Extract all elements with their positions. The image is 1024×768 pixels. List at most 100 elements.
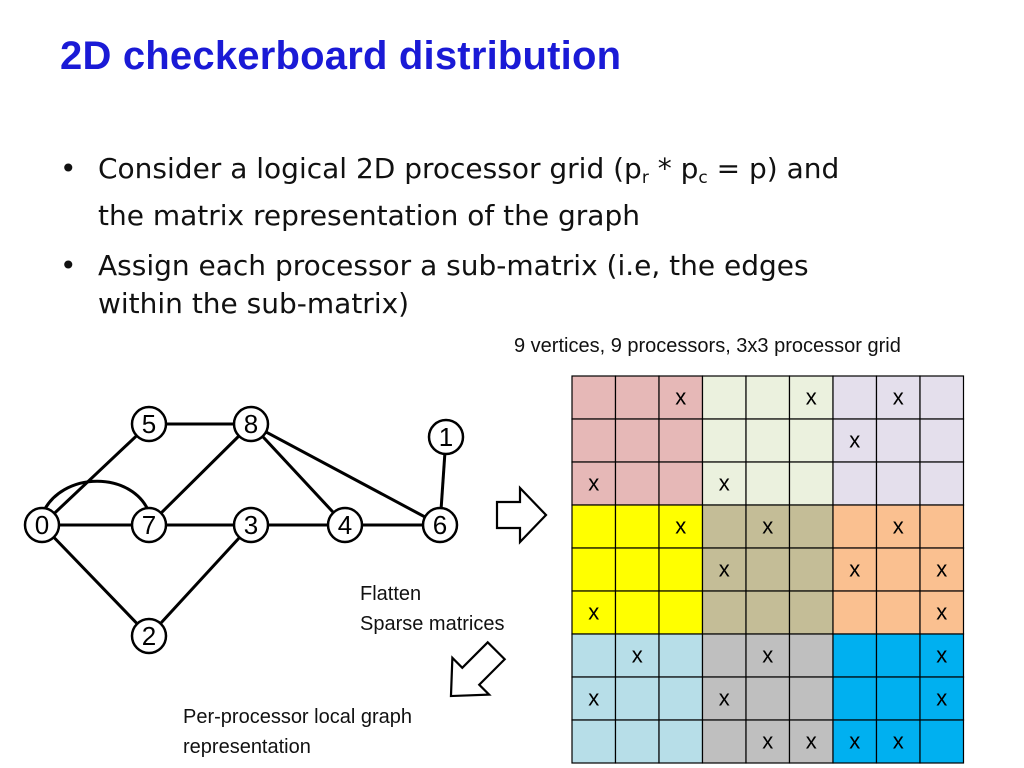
node-label: 2 xyxy=(142,621,156,651)
matrix-cell xyxy=(832,461,878,506)
matrix-cell xyxy=(919,375,965,420)
matrix-cell xyxy=(919,418,965,463)
matrix-cell xyxy=(832,504,878,549)
matrix-caption: 9 vertices, 9 processors, 3x3 processor … xyxy=(514,335,901,357)
matrix-cell xyxy=(571,633,617,678)
bullet-list: • Consider a logical 2D processor grid (… xyxy=(60,150,960,335)
edge-0-2 xyxy=(40,523,151,638)
matrix-mark: x xyxy=(936,686,947,711)
matrix-cell xyxy=(745,590,791,635)
node-label: 1 xyxy=(439,422,453,452)
graph-edges xyxy=(40,422,448,638)
flatten-note-line: Flatten xyxy=(360,583,422,605)
matrix-cell xyxy=(701,719,747,764)
matrix-cell xyxy=(875,461,921,506)
node-circle xyxy=(232,506,270,544)
matrix-cell xyxy=(614,504,660,549)
matrix-mark: x xyxy=(806,385,817,410)
local-graph-note-line: Per-processor local graph xyxy=(183,706,412,728)
matrix-mark: x xyxy=(588,600,599,625)
matrix-cell xyxy=(658,633,704,678)
matrix-cell xyxy=(745,719,791,764)
node-circle xyxy=(421,506,459,544)
matrix-cell xyxy=(571,418,617,463)
matrix-mark: x xyxy=(762,729,773,754)
matrix-cell xyxy=(745,547,791,592)
matrix-mark: x xyxy=(588,471,599,496)
matrix-cell xyxy=(788,719,834,764)
matrix-cell xyxy=(788,418,834,463)
right-arrow-icon xyxy=(495,485,548,545)
matrix-cell xyxy=(701,590,747,635)
matrix-cell xyxy=(614,461,660,506)
graph-node-7: 7 xyxy=(130,506,168,544)
matrix-mark: x xyxy=(936,600,947,625)
matrix-mark: x xyxy=(719,686,730,711)
matrix-cell xyxy=(875,633,921,678)
matrix-cell xyxy=(832,547,878,592)
node-circle xyxy=(130,617,168,655)
edge-8-4 xyxy=(249,422,347,527)
matrix-mark: x xyxy=(719,471,730,496)
graph-node-2: 2 xyxy=(130,617,168,655)
matrix-cell xyxy=(788,590,834,635)
node-label: 8 xyxy=(244,409,258,439)
local-graph-note-line: representation xyxy=(183,736,311,758)
matrix-cell xyxy=(875,547,921,592)
node-label: 5 xyxy=(142,409,156,439)
matrix-cell xyxy=(788,676,834,721)
matrix-cell xyxy=(832,375,878,420)
matrix-cell xyxy=(919,547,965,592)
bullet-text: Assign each processor a sub-matrix (i.e,… xyxy=(98,249,809,282)
bullet-dot: • xyxy=(60,249,77,282)
matrix-mark: x xyxy=(936,557,947,582)
bullet-text: the matrix representation of the graph xyxy=(98,199,640,232)
matrix-cell xyxy=(614,375,660,420)
matrix-cell xyxy=(571,547,617,592)
matrix-cell xyxy=(875,375,921,420)
bullet-sub-matrix: • Assign each processor a sub-matrix (i.… xyxy=(60,247,960,323)
matrix-mark: x xyxy=(893,385,904,410)
node-label: 3 xyxy=(244,510,258,540)
edge-0-5 xyxy=(40,422,151,527)
matrix-cell xyxy=(614,719,660,764)
bullet-text: within the sub-matrix) xyxy=(98,287,410,320)
matrix-cell xyxy=(788,461,834,506)
matrix-cell xyxy=(658,547,704,592)
matrix-cell xyxy=(571,375,617,420)
bullet-processor-grid: • Consider a logical 2D processor grid (… xyxy=(60,150,960,235)
matrix-cell xyxy=(745,504,791,549)
matrix-cell xyxy=(658,418,704,463)
matrix-cell xyxy=(875,504,921,549)
matrix-cell xyxy=(745,676,791,721)
matrix-cell xyxy=(745,418,791,463)
matrix-cell xyxy=(658,461,704,506)
bullet-text: * p xyxy=(648,152,699,185)
matrix-cell xyxy=(571,504,617,549)
down-left-arrow-icon xyxy=(449,640,507,698)
matrix-cell xyxy=(832,719,878,764)
matrix-cell xyxy=(788,633,834,678)
node-circle xyxy=(232,405,270,443)
bullet-text: = p) and xyxy=(707,152,840,185)
graph-node-0: 0 xyxy=(23,506,61,544)
matrix-cell xyxy=(701,676,747,721)
matrix-cell xyxy=(919,719,965,764)
matrix-cell xyxy=(832,590,878,635)
edge-8-6 xyxy=(250,422,441,527)
matrix-cell xyxy=(788,547,834,592)
matrix-cell xyxy=(701,547,747,592)
matrix-mark: x xyxy=(893,514,904,539)
edge-0-7-curve xyxy=(40,479,152,516)
matrix-cell xyxy=(919,504,965,549)
node-circle xyxy=(23,506,61,544)
graph-node-1: 1 xyxy=(427,418,465,456)
graph-node-5: 5 xyxy=(130,405,168,443)
edge-8-7 xyxy=(147,422,253,527)
matrix-mark: x xyxy=(893,729,904,754)
node-label: 6 xyxy=(433,510,447,540)
matrix-mark: x xyxy=(719,557,730,582)
slide-title: 2D checkerboard distribution xyxy=(60,34,622,78)
matrix-mark: x xyxy=(849,428,860,453)
